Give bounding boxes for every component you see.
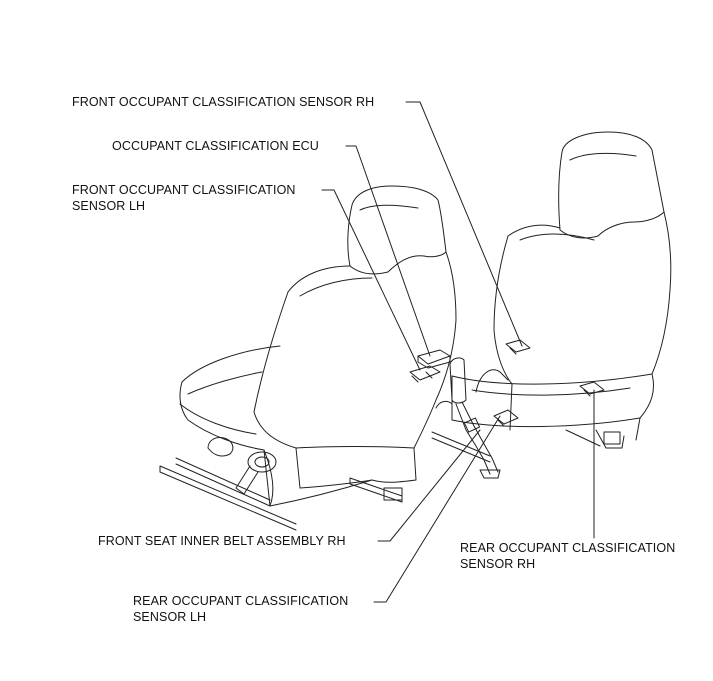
label-front-seat-inner-belt-rh: FRONT SEAT INNER BELT ASSEMBLY RH [98,533,346,549]
leader-belt-rh [377,429,481,542]
leader-ecu [345,145,431,357]
left-seat [159,185,457,531]
label-occupant-classification-ecu: OCCUPANT CLASSIFICATION ECU [112,138,319,154]
leader-rear-lh [373,415,501,603]
label-line: FRONT SEAT INNER BELT ASSEMBLY RH [98,534,346,548]
label-line: FRONT OCCUPANT CLASSIFICATION SENSOR RH [72,95,375,109]
label-line: REAR OCCUPANT CLASSIFICATION [133,594,349,608]
label-front-occupant-sensor-rh: FRONT OCCUPANT CLASSIFICATION SENSOR RH [72,94,374,110]
label-front-occupant-sensor-lh: FRONT OCCUPANT CLASSIFICATION SENSOR LH [72,182,296,214]
label-rear-occupant-sensor-lh: REAR OCCUPANT CLASSIFICATION SENSOR LH [133,593,348,625]
label-line: FRONT OCCUPANT CLASSIFICATION [72,183,296,197]
sensors [409,339,605,427]
label-line: SENSOR RH [460,557,536,571]
label-rear-occupant-sensor-rh: REAR OCCUPANT CLASSIFICATION SENSOR RH [460,540,675,572]
label-line: REAR OCCUPANT CLASSIFICATION [460,541,676,555]
right-seat [431,131,672,463]
leader-front-lh [321,189,421,371]
label-line: OCCUPANT CLASSIFICATION ECU [112,139,319,153]
belt-buckle [435,357,509,479]
label-line: SENSOR LH [72,199,146,213]
leader-lines [321,101,595,603]
label-line: SENSOR LH [133,610,207,624]
leader-front-rh [405,101,523,347]
